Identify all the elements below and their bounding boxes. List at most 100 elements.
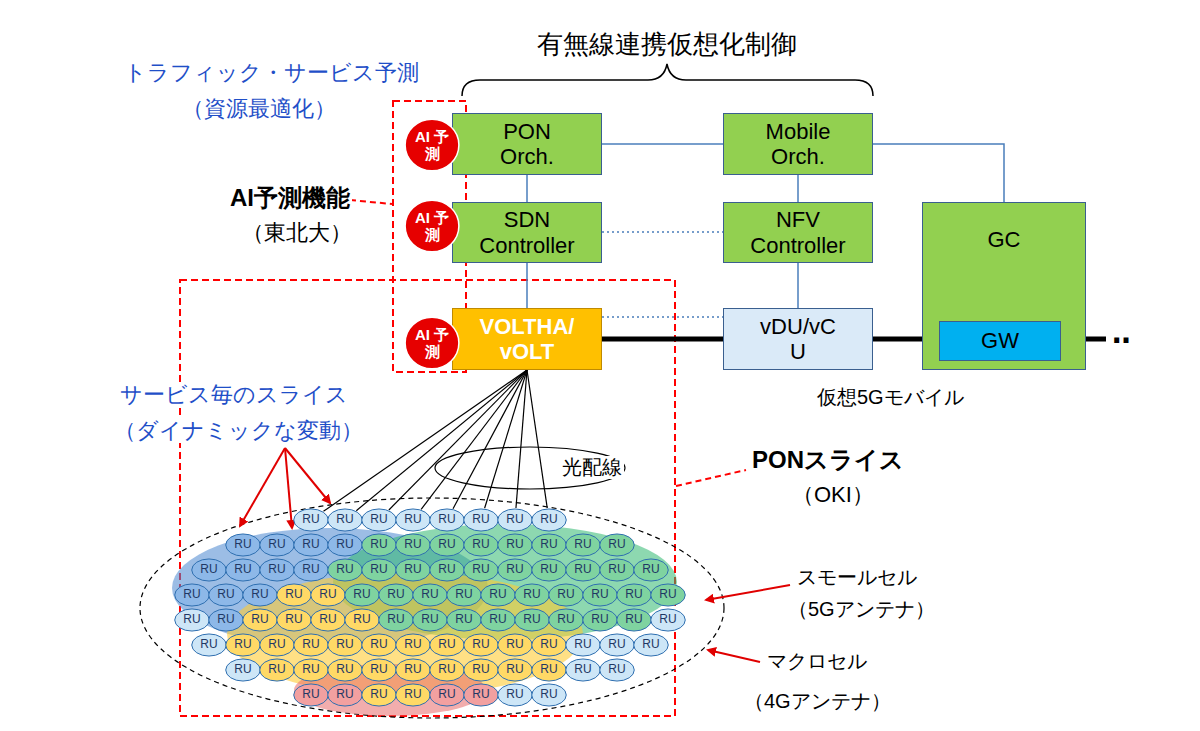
- ru-ellipse: [430, 534, 465, 556]
- ru-ellipse: [311, 584, 346, 606]
- node-text: RU: [472, 538, 489, 552]
- ru-antenna: RU: [259, 533, 295, 557]
- ru-antenna: RU: [310, 583, 346, 607]
- ru-antenna: RU: [191, 558, 227, 582]
- node-text: RU: [268, 538, 285, 552]
- ru-antenna: RU: [327, 683, 363, 707]
- ru-ellipse: [294, 634, 329, 656]
- annotation-label: （OKI）: [790, 482, 876, 507]
- node-text: RU: [268, 638, 285, 652]
- ru-antenna: RU: [599, 658, 635, 682]
- ru-ellipse: [566, 634, 601, 656]
- node-text: RU: [438, 563, 455, 577]
- node-text: RU: [302, 513, 319, 527]
- ru-ellipse: [498, 684, 533, 706]
- ru-antenna: RU: [616, 608, 652, 632]
- node-text: RU: [506, 663, 523, 677]
- ru-antenna: RU: [174, 583, 210, 607]
- ru-ellipse: [243, 609, 278, 631]
- ru-antenna: RU: [616, 583, 652, 607]
- ru-antenna: RU: [599, 633, 635, 657]
- node-text: RU: [438, 513, 455, 527]
- fiber-line: [421, 370, 527, 509]
- node-text: PON Orch.: [500, 119, 554, 170]
- badge-circle: [405, 317, 459, 369]
- process-box: NFV Controller: [723, 202, 873, 263]
- node-text: RU: [557, 613, 574, 627]
- ru-antenna: RU: [497, 508, 533, 532]
- ru-ellipse: [532, 509, 567, 531]
- annotation-label: （東北大）: [240, 220, 354, 245]
- fiber-line: [389, 370, 527, 510]
- node-text: RU: [200, 638, 217, 652]
- annotation-label: （ダイナミックな変動）: [112, 418, 365, 443]
- ru-antenna: RU: [395, 533, 431, 557]
- ru-antenna: RU: [327, 658, 363, 682]
- node-text: NFV Controller: [750, 207, 845, 258]
- node-text: RU: [336, 688, 353, 702]
- ru-antenna: RU: [259, 558, 295, 582]
- ru-antenna: RU: [293, 658, 329, 682]
- node-text: Mobile Orch.: [766, 119, 831, 170]
- node-text: RU: [540, 563, 557, 577]
- ru-ellipse: [226, 534, 261, 556]
- ru-antenna: RU: [361, 633, 397, 657]
- node-text: RU: [183, 588, 200, 602]
- ru-antenna: RU: [293, 683, 329, 707]
- badge-circle: [405, 200, 459, 252]
- ru-antenna: RU: [463, 633, 499, 657]
- node-text: RU: [489, 613, 506, 627]
- node-text: RU: [370, 688, 387, 702]
- ru-ellipse: [226, 659, 261, 681]
- ru-antenna: RU: [582, 608, 618, 632]
- control-link: [602, 316, 723, 318]
- ru-ellipse: [294, 509, 329, 531]
- node-text: RU: [387, 588, 404, 602]
- vdu-box: vDU/vC U: [723, 308, 873, 370]
- node-text: RU: [421, 588, 438, 602]
- annotation-label: PONスライス: [750, 446, 906, 474]
- ru-ellipse: [430, 684, 465, 706]
- node-text: RU: [200, 563, 217, 577]
- node-text: RU: [387, 613, 404, 627]
- node-text: RU: [404, 538, 421, 552]
- process-box: SDN Controller: [452, 202, 602, 263]
- ru-ellipse: [362, 559, 397, 581]
- ru-ellipse: [447, 609, 482, 631]
- fiber-line: [485, 370, 527, 508]
- ru-ellipse: [294, 559, 329, 581]
- control-link: [602, 143, 723, 145]
- ru-antenna: RU: [395, 508, 431, 532]
- gc-box: GCGW: [922, 202, 1086, 370]
- node-text: RU: [472, 663, 489, 677]
- node-text: RU: [353, 588, 370, 602]
- ru-ellipse: [498, 634, 533, 656]
- ru-antenna: RU: [395, 558, 431, 582]
- control-link: [602, 231, 723, 233]
- ru-ellipse: [328, 684, 363, 706]
- ru-ellipse: [532, 559, 567, 581]
- ru-ellipse: [566, 534, 601, 556]
- ru-ellipse: [634, 634, 669, 656]
- ru-ellipse: [226, 559, 261, 581]
- ru-antenna: RU: [497, 558, 533, 582]
- node-text: RU: [251, 588, 268, 602]
- annotation-label: 仮想5Gモバイル: [815, 386, 966, 409]
- ru-antenna: RU: [531, 558, 567, 582]
- node-text: RU: [591, 613, 608, 627]
- ru-ellipse: [532, 684, 567, 706]
- ru-antenna: RU: [531, 683, 567, 707]
- node-text: RU: [455, 613, 472, 627]
- fiber-line: [356, 370, 527, 511]
- ru-antenna: RU: [633, 633, 669, 657]
- ai-badge: AI 予測: [404, 198, 460, 254]
- ru-antenna: RU: [480, 583, 516, 607]
- ru-ellipse: [515, 584, 550, 606]
- ru-antenna: RU: [361, 683, 397, 707]
- ru-ellipse: [396, 534, 431, 556]
- ru-ellipse: [175, 584, 210, 606]
- ru-ellipse: [379, 609, 414, 631]
- cell-arrow: [706, 585, 790, 600]
- ru-antenna: RU: [531, 508, 567, 532]
- ru-antenna: RU: [463, 508, 499, 532]
